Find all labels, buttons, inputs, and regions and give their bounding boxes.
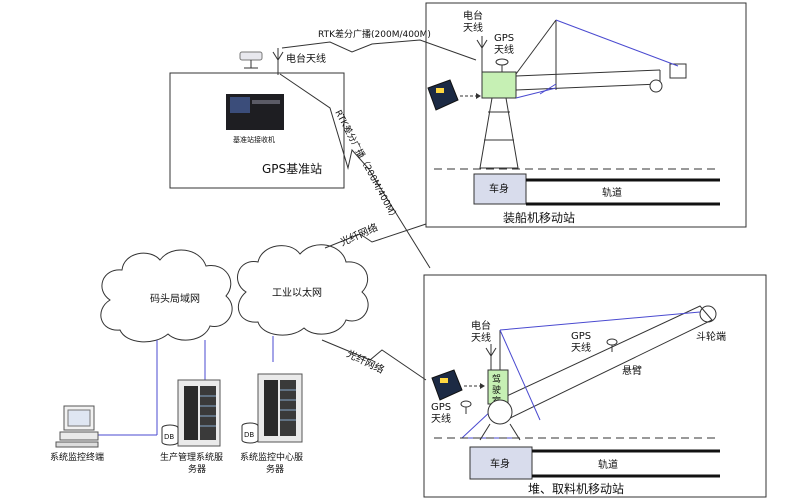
stacker-car-body <box>469 446 533 480</box>
stacker-radio-antenna-icon <box>485 344 497 374</box>
ship-radio-antenna-icon <box>476 36 488 72</box>
industrial-ethernet-label: 工业以太网 <box>272 286 322 299</box>
stacker-radio-antenna-label-1: 电台 <box>471 319 491 332</box>
rtk-broadcast-diagonal-label: RTK差分广播（200M/400M） <box>332 108 401 223</box>
rtk-broadcast-top-label: RTK差分广播(200M/400M) <box>318 28 431 40</box>
fiber-link-bottom <box>321 339 427 381</box>
ship-car-body <box>473 173 527 205</box>
stacker-station-box <box>423 274 767 498</box>
gps-base-station-box <box>169 72 345 189</box>
stacker-station-title: 堆、取料机移动站 <box>528 482 624 496</box>
cab-label-2: 驶 <box>492 384 501 396</box>
monitor-server-icon <box>257 373 303 443</box>
stacker-pivot <box>487 399 513 425</box>
stacker-car-body-label: 车身 <box>490 457 510 470</box>
monitor-terminal-label: 系统监控终端 <box>50 451 104 463</box>
db-1-icon <box>161 424 179 446</box>
prod-server-icon <box>177 379 221 447</box>
stacker-boom-cable <box>499 311 701 331</box>
stacker-track-label: 轨道 <box>598 458 618 471</box>
base-radio-antenna-label: 电台天线 <box>286 52 326 65</box>
ship-cab-box <box>481 71 517 99</box>
stacker-gps-label-2: 天线 <box>431 412 451 425</box>
ship-boom-cable <box>555 19 679 67</box>
db-2-icon <box>241 422 259 444</box>
ship-gps-antenna-icon <box>495 58 509 72</box>
base-receiver-icon <box>226 94 284 130</box>
ship-track-label: 轨道 <box>602 186 622 199</box>
industrial-ethernet-cloud <box>237 244 369 336</box>
stacker-receiver-device-icon <box>431 369 463 401</box>
stacker-boom-gps-antenna-icon <box>606 338 618 352</box>
ship-loader-station-box <box>425 2 747 228</box>
stacker-boom-gps-label-2: 天线 <box>571 341 591 354</box>
fiber-link-top <box>324 223 427 249</box>
ship-tower <box>479 97 519 169</box>
cab-label-1: 驾 <box>492 374 501 385</box>
stacker-radio-antenna-label-2: 天线 <box>471 331 491 344</box>
prod-server-label-1: 生产管理系统服 <box>160 451 223 463</box>
fiber-top-label: 光纤网络 <box>338 221 380 249</box>
ship-radio-antenna-label-1: 电台 <box>463 9 483 22</box>
monitor-server-label-1: 系统监控中心服 <box>240 451 303 463</box>
monitor-terminal-icon <box>55 405 99 448</box>
stacker-boom-gps-label-1: GPS <box>571 331 591 342</box>
base-radio-antenna-icon <box>272 48 284 75</box>
stacker-gps-antenna-icon <box>460 400 472 414</box>
stacker-boom <box>493 305 713 421</box>
ship-car-body-label: 车身 <box>489 182 509 195</box>
ship-loader-station-title: 装船机移动站 <box>503 211 575 225</box>
gps-base-station-title: GPS基准站 <box>262 162 322 176</box>
ship-gps-antenna-label-1: GPS <box>494 33 514 44</box>
base-gps-antenna-icon <box>239 51 263 69</box>
db-2-label: DB <box>244 431 254 439</box>
boom-label: 悬臂 <box>622 364 642 377</box>
monitor-server-label-2: 务器 <box>266 463 284 475</box>
rtk-broadcast-link-top <box>281 39 477 61</box>
rtk-broadcast-link-diagonal <box>279 73 431 269</box>
ship-gps-antenna-label-2: 天线 <box>494 43 514 56</box>
ship-radio-antenna-label-2: 天线 <box>463 21 483 34</box>
ship-receiver-device-icon <box>427 79 459 111</box>
prod-server-label-2: 务器 <box>188 463 206 475</box>
base-receiver-label: 基准站接收机 <box>233 135 275 144</box>
dock-lan-cloud <box>100 249 233 343</box>
stacker-gps-label-1: GPS <box>431 402 451 413</box>
db-1-label: DB <box>164 433 174 441</box>
dock-lan-label: 码头局域网 <box>150 292 200 305</box>
bucket-wheel-label: 斗轮端 <box>696 330 726 343</box>
